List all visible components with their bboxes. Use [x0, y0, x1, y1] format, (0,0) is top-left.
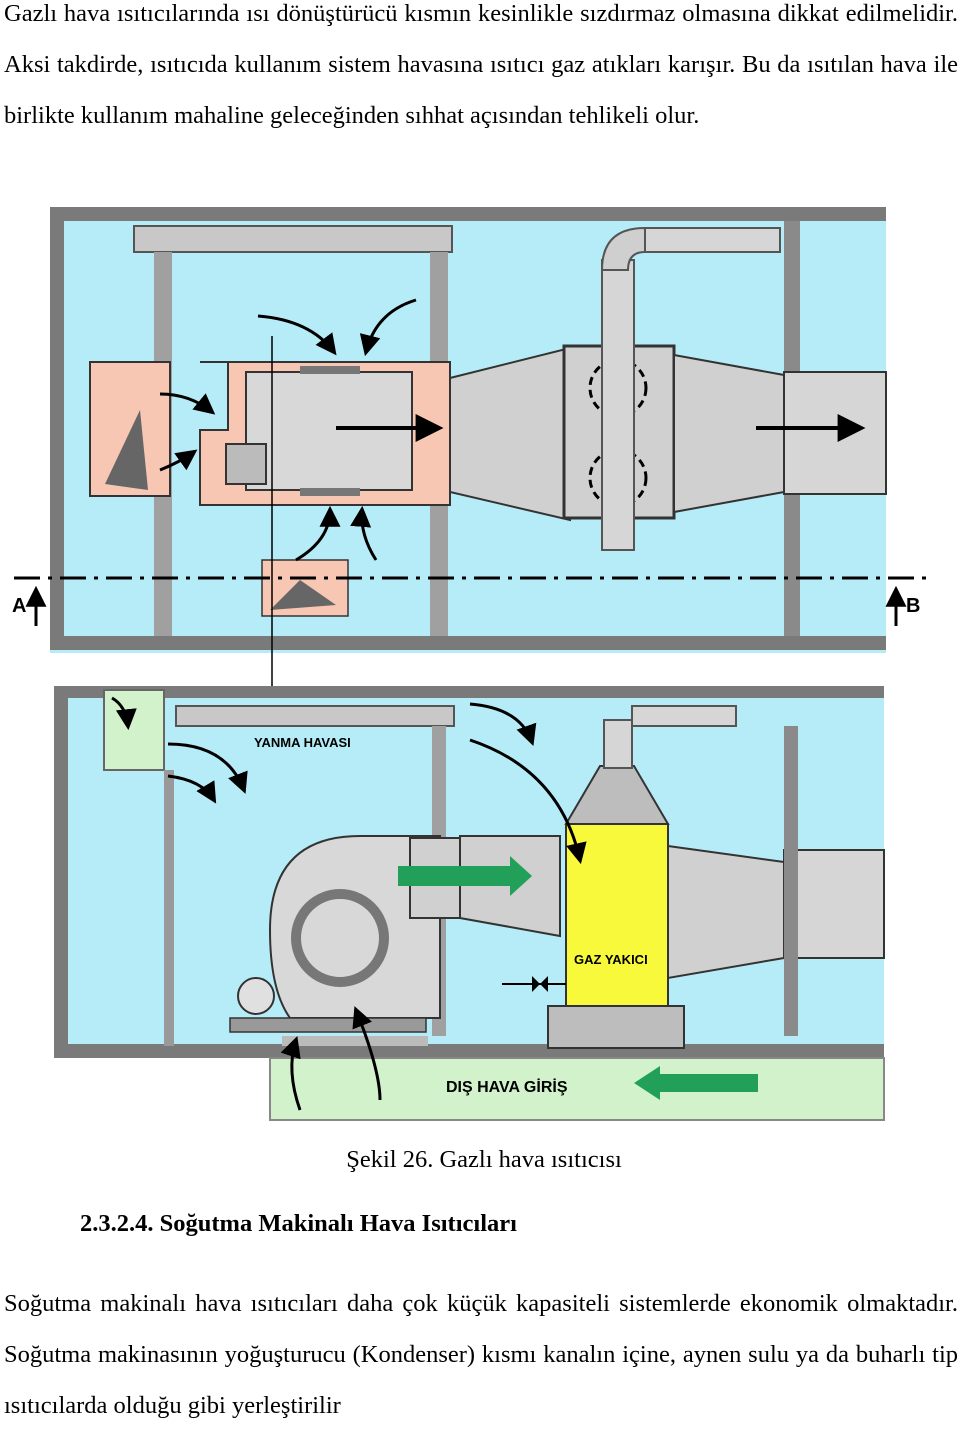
air-arrow-1: [257, 314, 337, 356]
side-view: YANMA HAVASI GAZ YAKICI DIŞ HAVA GİRİ: [54, 686, 885, 1121]
side-right-post: [784, 726, 798, 1036]
side-divider: [164, 770, 174, 1046]
section-heading: 2.3.2.4. Soğutma Makinalı Hava Isıtıcıla…: [80, 1210, 517, 1237]
core-bottom-cap: [300, 488, 360, 496]
motor: [237, 977, 275, 1015]
air-arrow-6: [350, 505, 378, 561]
core-top-cap: [300, 366, 360, 374]
outside-air-duct: [269, 1057, 885, 1121]
side-outlet-duct: [783, 849, 885, 959]
burner-nozzle: [225, 443, 267, 485]
outlet-transition: [673, 353, 785, 514]
side-left-wall: [54, 686, 68, 1058]
air-arrow-4: [159, 449, 198, 472]
green-flow-arrow-right: [398, 856, 532, 896]
green-flow-arrow-left: [634, 1066, 758, 1100]
gas-burner: [565, 823, 669, 1007]
air-arrow-2: [359, 298, 417, 357]
burner-base: [547, 1005, 685, 1049]
inlet-vane: [105, 410, 148, 490]
side-air-arrow-1: [111, 696, 137, 731]
intro-paragraph: Gazlı hava ısıtıcılarında ısı dönüştürüc…: [4, 0, 958, 129]
combustion-air-hood: [103, 689, 165, 771]
side-bottom-wall: [54, 1044, 884, 1058]
air-arrow-3: [159, 392, 216, 415]
gas-air-heater-figure: A B YANMA HAVASI GAZ YAKICI: [12, 207, 934, 1121]
bottom-wall: [50, 636, 886, 650]
section-label-b: B: [906, 595, 920, 617]
heat-exchanger-core: [245, 371, 413, 491]
combustion-air-label: YANMA HAVASI: [254, 735, 351, 750]
side-outlet-transition: [667, 844, 785, 980]
body-paragraph: Soğutma makinalı hava ısıtıcıları daha ç…: [4, 1290, 958, 1419]
outside-air-label: DIŞ HAVA GİRİŞ: [446, 1078, 568, 1096]
flue-pipe: [601, 259, 635, 551]
blower-wheel: [291, 889, 389, 987]
figure-caption: Şekil 26. Gazlı hava ısıtıcısı: [346, 1146, 622, 1173]
lower-inlet-vane: [270, 580, 336, 610]
left-wall: [50, 207, 64, 650]
blower-base: [229, 1017, 427, 1033]
gas-burner-label: GAZ YAKICI: [574, 952, 648, 967]
side-air-arrow-7: [352, 1006, 382, 1101]
base-plinth: [282, 1036, 428, 1046]
side-flue-horizontal: [631, 705, 737, 727]
side-flue-pipe: [603, 719, 633, 769]
side-top-beam: [175, 705, 455, 727]
side-air-arrow-2: [167, 742, 248, 794]
transition-duct: [449, 346, 571, 522]
side-air-arrow-3: [167, 774, 217, 804]
side-top-wall: [54, 686, 884, 698]
outlet-duct: [783, 371, 887, 495]
side-air-arrow-6: [280, 1036, 302, 1111]
air-arrow-5: [295, 505, 341, 562]
top-beam: [133, 225, 453, 253]
top-view: [50, 207, 887, 653]
section-label-a: A: [12, 595, 26, 617]
top-wall: [50, 207, 886, 221]
side-air-arrow-4: [469, 702, 537, 746]
burner-hood: [564, 765, 670, 825]
side-air-arrow-5: [469, 738, 587, 865]
flue-horizontal: [644, 227, 781, 253]
gas-valve: [532, 976, 548, 992]
